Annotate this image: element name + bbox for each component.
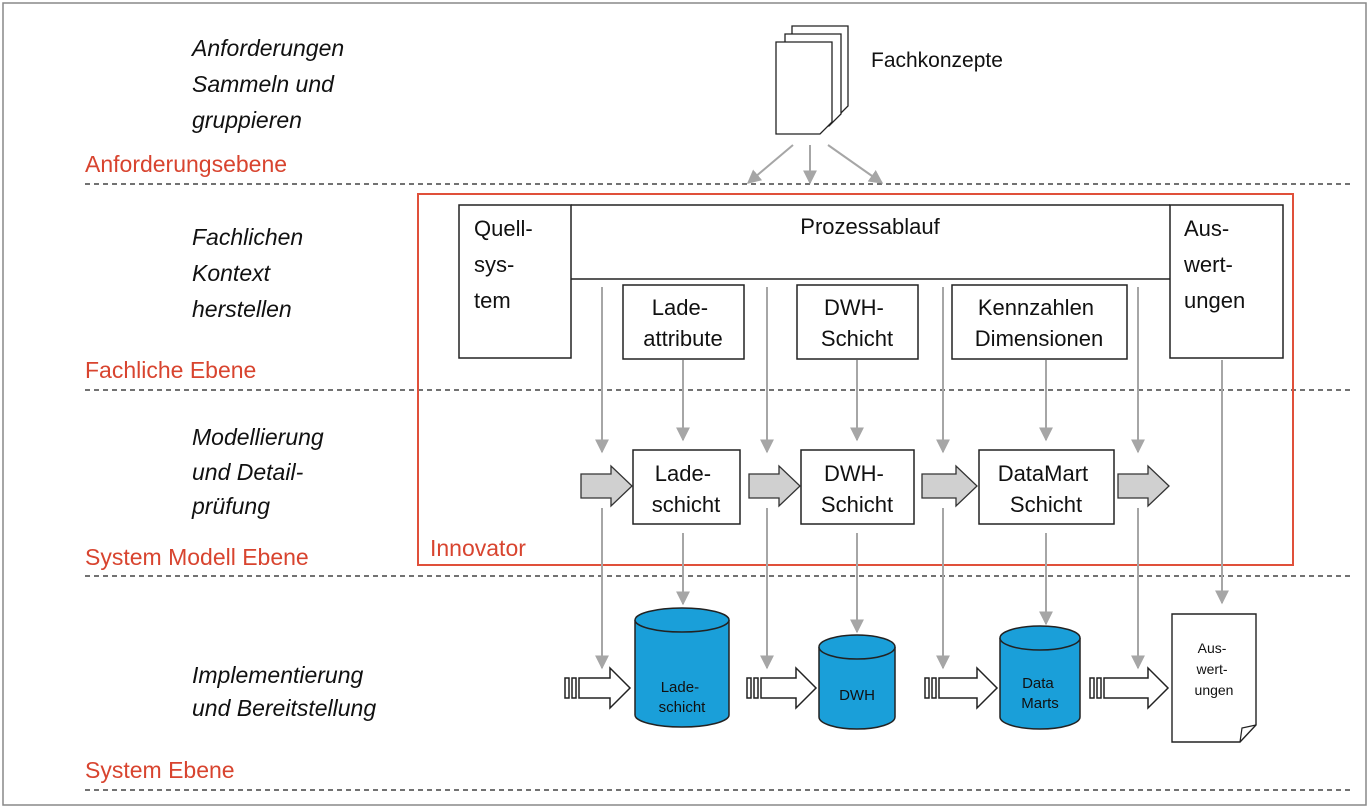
level-activity: Implementierung und Bereitstellung bbox=[192, 662, 376, 721]
flow-arrow-icon bbox=[921, 464, 978, 508]
flow-arrow-icon bbox=[924, 666, 999, 710]
label-line: Marts bbox=[1021, 695, 1059, 712]
label-line: ungen bbox=[1184, 288, 1245, 313]
flow-arrow-icon bbox=[580, 464, 633, 508]
attribute-box bbox=[951, 284, 1128, 360]
level-label: System Modell Ebene bbox=[85, 544, 309, 570]
level-label: Fachliche Ebene bbox=[85, 357, 256, 383]
innovator-label: Innovator bbox=[430, 535, 526, 561]
activity-line: Sammeln und bbox=[192, 71, 335, 97]
activity-line: Anforderungen bbox=[190, 35, 344, 61]
activity-line: Implementierung bbox=[192, 662, 364, 688]
activity-line: prüfung bbox=[191, 493, 270, 519]
model-layer-boxes bbox=[632, 449, 1115, 525]
label-line: Data bbox=[1022, 675, 1054, 692]
attribute-label: Lade- attribute bbox=[643, 295, 723, 351]
flow-arrow bbox=[746, 144, 794, 184]
model-layer-label: DataMart Schicht bbox=[998, 461, 1095, 517]
label-line: DWH- bbox=[824, 461, 884, 486]
label-line: wert- bbox=[1183, 252, 1233, 277]
attribute-boxes bbox=[622, 284, 1128, 360]
source-system-label: Quell- sys- tem bbox=[474, 216, 539, 313]
level-activity: Anforderungen Sammeln und gruppieren bbox=[190, 35, 351, 133]
database-label: DWH bbox=[839, 687, 875, 704]
activity-line: gruppieren bbox=[192, 107, 302, 133]
label-line: sys- bbox=[474, 252, 514, 277]
label-line: Lade- bbox=[652, 295, 708, 320]
process-title: Prozessablauf bbox=[800, 214, 940, 239]
level-activity: Fachlichen Kontext herstellen bbox=[192, 224, 310, 322]
database-icon bbox=[634, 607, 730, 728]
label-line: schicht bbox=[652, 492, 720, 517]
label-line: tem bbox=[474, 288, 511, 313]
label-line: Dimensionen bbox=[975, 326, 1103, 351]
vertical-connectors bbox=[595, 287, 1229, 670]
label-line: ungen bbox=[1195, 682, 1234, 698]
database-icon bbox=[999, 625, 1081, 730]
report-document-icon bbox=[1171, 613, 1257, 743]
process-frame bbox=[458, 204, 1284, 359]
attribute-box bbox=[622, 284, 745, 360]
flow-arrow bbox=[827, 144, 884, 184]
activity-line: Modellierung bbox=[192, 424, 324, 450]
flow-arrow-icon bbox=[746, 666, 818, 710]
database-label: Data Marts bbox=[1021, 675, 1059, 712]
flow-arrow-icon bbox=[748, 464, 801, 508]
activity-line: Fachlichen bbox=[192, 224, 303, 250]
label-line: Aus- bbox=[1184, 216, 1229, 241]
flow-arrow-icon bbox=[1089, 666, 1170, 710]
model-layer-box bbox=[632, 449, 741, 525]
source-system-box bbox=[458, 204, 572, 359]
model-layer-box bbox=[978, 449, 1115, 525]
label-line: Kennzahlen bbox=[978, 295, 1094, 320]
database-label: Lade- schicht bbox=[659, 679, 707, 716]
documents-label: Fachkonzepte bbox=[871, 49, 1003, 72]
attribute-label: DWH- Schicht bbox=[821, 295, 893, 351]
reports-box bbox=[1169, 204, 1284, 359]
activity-line: herstellen bbox=[192, 296, 292, 322]
reports-label: Aus- wert- ungen bbox=[1183, 216, 1245, 313]
attribute-box bbox=[796, 284, 919, 360]
label-line: Lade- bbox=[661, 679, 699, 696]
label-line: attribute bbox=[643, 326, 723, 351]
level-label: Anforderungsebene bbox=[85, 151, 287, 177]
label-line: Schicht bbox=[821, 326, 893, 351]
report-label: Aus- wert- ungen bbox=[1195, 640, 1234, 698]
activity-line: und Detail- bbox=[192, 459, 304, 485]
model-layer-label: Lade- schicht bbox=[652, 461, 720, 517]
label-line: wert- bbox=[1195, 661, 1227, 677]
level-separators bbox=[85, 183, 1350, 791]
activity-line: und Bereitstellung bbox=[192, 695, 376, 721]
attribute-label: Kennzahlen Dimensionen bbox=[975, 295, 1103, 351]
system-flow-arrows bbox=[564, 666, 1170, 710]
label-line: DataMart bbox=[998, 461, 1088, 486]
model-layer-box bbox=[800, 449, 915, 525]
label-line: Aus- bbox=[1198, 640, 1227, 656]
model-flow-arrows bbox=[580, 464, 1170, 508]
flow-arrow-icon bbox=[1117, 464, 1170, 508]
database-icon bbox=[818, 634, 896, 730]
level-label: System Ebene bbox=[85, 757, 235, 783]
label-line: schicht bbox=[659, 699, 707, 716]
label-line: Quell- bbox=[474, 216, 533, 241]
documents-icon bbox=[775, 25, 849, 135]
model-layer-label: DWH- Schicht bbox=[821, 461, 893, 517]
label-line: Schicht bbox=[821, 492, 893, 517]
label-line: Lade- bbox=[655, 461, 711, 486]
label-line: DWH- bbox=[824, 295, 884, 320]
activity-line: Kontext bbox=[192, 260, 272, 286]
label-line: Schicht bbox=[1010, 492, 1082, 517]
innovator-region bbox=[417, 193, 1294, 566]
flow-arrow-icon bbox=[564, 666, 632, 710]
document-arrows bbox=[746, 144, 884, 185]
level-activity: Modellierung und Detail- prüfung bbox=[191, 424, 330, 519]
